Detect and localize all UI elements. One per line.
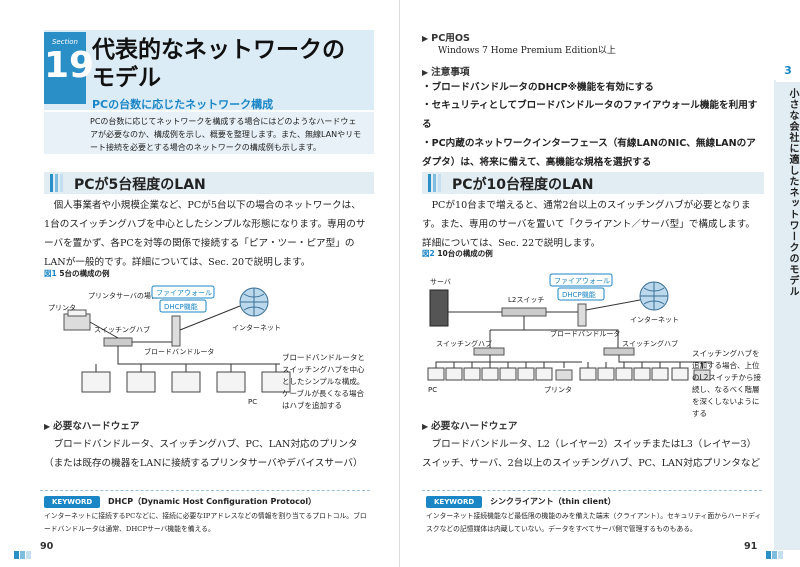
- keyword-badge-left: KEYWORD: [44, 496, 101, 508]
- chapter-side-tab: [774, 80, 800, 550]
- pc-icons: [427, 367, 689, 381]
- section-subtitle: PCの台数に応じたネットワーク構成: [92, 98, 274, 111]
- keyword-title-left: DHCP（Dynamic Host Configuration Protocol…: [108, 497, 317, 506]
- keyword-text-right: インターネット接続機能など最低限の機能のみを備えた端末（クライアント）。セキュリ…: [426, 512, 762, 533]
- os-heading-text: PC用OS: [431, 33, 470, 44]
- caution-heading-text: 注意事項: [431, 67, 470, 78]
- hardware-text-left: ブロードバンドルータ、スイッチングハブ、PC、LAN対応のプリンタ（または既存の…: [44, 439, 363, 469]
- caution-item-3: ・PC内蔵のネットワークインターフェース（有線LANのNIC、無線LANのアダプ…: [422, 138, 756, 168]
- switch-left-label: スイッチングハブ: [436, 339, 492, 348]
- printer-label: プリンタ: [48, 303, 76, 312]
- router-icon: [171, 315, 181, 347]
- figure1-title: 5台の構成の例: [59, 269, 110, 278]
- section-title: 代表的なネットワークのモデル: [92, 37, 345, 91]
- keyword-title-right: シンクライアント（thin client）: [490, 497, 616, 506]
- figure1-caption: 図1 5台の構成の例: [44, 268, 110, 279]
- dhcp-box: [159, 299, 207, 313]
- body-10pc: PCが10台まで増えると、通常2台以上のスイッチングハブが必要となります。また、…: [422, 200, 755, 249]
- firewall-label: ファイアウォール: [554, 277, 610, 285]
- hardware-heading-right: ▶必要なハードウェア: [422, 418, 518, 432]
- keyword-divider-right: [422, 490, 762, 491]
- caution-item-1: ・ブロードバンドルータのDHCP※機能を有効にする: [422, 82, 654, 93]
- hardware-heading-text: 必要なハードウェア: [53, 421, 140, 432]
- l2switch-icon: [501, 307, 547, 317]
- body-5pc: 個人事業者や小規模企業など、PCが5台以下の場合のネットワークは、1台のスイッチ…: [44, 200, 366, 268]
- hardware-heading-text: 必要なハードウェア: [431, 421, 518, 432]
- heading-text: PCが5台程度のLAN: [74, 177, 206, 193]
- keyword-divider-left: [40, 490, 370, 491]
- firewall-box: [549, 273, 613, 287]
- chapter-number: 3: [776, 60, 800, 82]
- os-text: Windows 7 Home Premium Edition以上: [438, 46, 616, 56]
- triangle-icon: ▶: [44, 422, 51, 431]
- dhcp-box: [557, 287, 605, 301]
- page-deco-right: [766, 544, 786, 559]
- page-number-right: 91: [744, 541, 758, 552]
- heading-10pc-lan: PCが10台程度のLAN: [422, 172, 764, 194]
- heading-text: PCが10台程度のLAN: [452, 177, 594, 193]
- internet-label: インターネット: [232, 323, 281, 332]
- figure2-diagram: サーバ L2スイッチ ファイアウォール DHCP機能 ブロードバンドルータ イン…: [427, 273, 712, 394]
- section-number-block: Section 19: [44, 32, 95, 104]
- figure1-note: ブロードバンドルータとスイッチングハブを中心としたシンプルな構成。ケーブルが長く…: [282, 353, 365, 410]
- right-page: ▶PC用OS Windows 7 Home Premium Edition以上 …: [400, 0, 800, 567]
- internet-label: インターネット: [630, 315, 679, 324]
- section-header-box: [44, 30, 374, 110]
- printer-icon: [555, 369, 573, 381]
- dhcp-label: DHCP機能: [562, 290, 596, 299]
- figure2-caption: 図2 10台の構成の例: [422, 248, 493, 259]
- figure2-title: 10台の構成の例: [437, 249, 493, 258]
- caution-heading: ▶注意事項: [422, 64, 470, 78]
- triangle-icon: ▶: [422, 422, 429, 431]
- switch-icon: [103, 337, 133, 347]
- switch-right-icon: [603, 347, 635, 356]
- switch-right-label: スイッチングハブ: [622, 339, 678, 348]
- switch-left-icon: [473, 347, 505, 356]
- dhcp-label: DHCP機能: [164, 302, 198, 311]
- section-number: 19: [44, 45, 95, 86]
- figure1-number: 図1: [44, 269, 57, 278]
- switch-label: スイッチングハブ: [94, 325, 150, 334]
- server-icon: [429, 289, 449, 327]
- router-label: ブロードバンドルータ: [144, 347, 214, 356]
- pc-icons: [81, 371, 291, 393]
- figure1-diagram: プリンタサーバの場合 プリンタ ファイアウォール DHCP機能 インターネット …: [48, 285, 291, 406]
- l2switch-label: L2スイッチ: [508, 296, 544, 304]
- firewall-label: ファイアウォール: [156, 289, 212, 297]
- printer-label: プリンタ: [544, 385, 572, 394]
- triangle-icon: ▶: [422, 68, 429, 77]
- figure2-number: 図2: [422, 249, 435, 258]
- section-label: Section: [51, 38, 78, 46]
- page-number-left: 90: [40, 541, 54, 552]
- section-intro: PCの台数に応じてネットワークを構成する場合にはどのようなハードウェアが必要なの…: [44, 112, 374, 154]
- os-heading: ▶PC用OS: [422, 30, 470, 44]
- chapter-title-vertical: 小さな会社に適したネットワークのモデル: [787, 88, 798, 297]
- router-label: ブロードバンドルータ: [550, 329, 620, 338]
- heading-bars-icon: [428, 174, 448, 192]
- heading-5pc-lan: PCが5台程度のLAN: [44, 172, 374, 194]
- caution-item-2: ・セキュリティとしてブロードバンドルータのファイアウォール機能を利用する: [422, 100, 758, 130]
- hardware-heading-left: ▶必要なハードウェア: [44, 418, 140, 432]
- hardware-text-right: ブロードバンドルータ、L2（レイヤー2）スイッチまたはL3（レイヤー3）スイッチ…: [422, 439, 761, 469]
- triangle-icon: ▶: [422, 34, 429, 43]
- keyword-text-left: インターネットに接続するPCなどに、接続に必要なIPアドレスなどの情報を割り当て…: [44, 512, 367, 533]
- pc-label: PC: [248, 398, 257, 406]
- printer-icon: [693, 369, 711, 381]
- keyword-badge-right: KEYWORD: [426, 496, 483, 508]
- router-icon: [577, 303, 587, 327]
- figure2-note: スイッチングハブを追加する場合、上位のL2スイッチから接続し、なるべく階層を深く…: [692, 349, 761, 418]
- page-deco-left: [14, 544, 34, 559]
- pc-label: PC: [428, 386, 437, 394]
- server-label: サーバ: [430, 278, 451, 286]
- printer-server-label: プリンタサーバの場合: [88, 291, 158, 300]
- firewall-box: [151, 285, 215, 299]
- heading-bars-icon: [50, 174, 70, 192]
- left-page: Section 19 代表的なネットワークのモデル PCの台数に応じたネットワー…: [14, 0, 400, 567]
